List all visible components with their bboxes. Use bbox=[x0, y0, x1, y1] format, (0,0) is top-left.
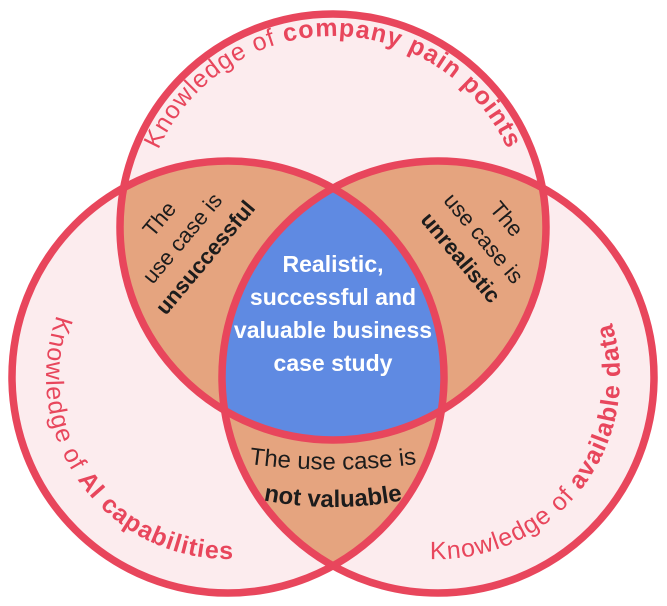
overlap-center-line1: Realistic, bbox=[283, 251, 384, 277]
circle-ai-capabilities-outline bbox=[8, 157, 448, 597]
overlap-center-line4: case study bbox=[274, 350, 393, 376]
overlap-center-line3: valuable business bbox=[234, 317, 432, 343]
overlap-center-line2: successful and bbox=[250, 284, 416, 310]
overlap-center-label: Realistic, successful and valuable busin… bbox=[234, 251, 432, 376]
overlap-center-region bbox=[222, 161, 444, 440]
circle-available-data-outline bbox=[218, 157, 658, 597]
circle-pain-points-outline bbox=[116, 10, 550, 444]
